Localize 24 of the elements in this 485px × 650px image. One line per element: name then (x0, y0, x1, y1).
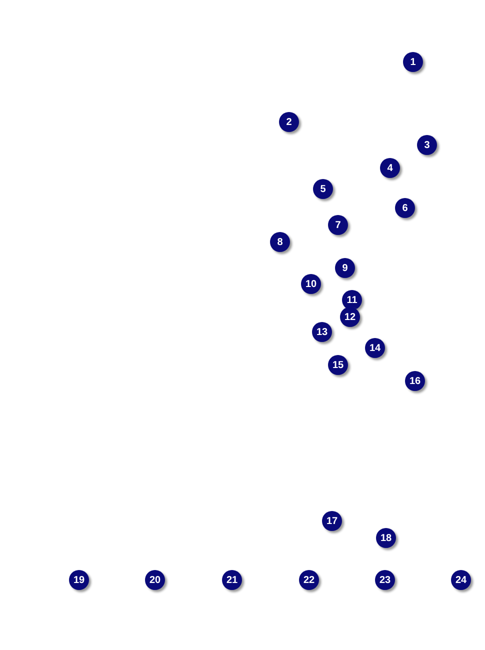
callout-number: 15 (328, 355, 348, 375)
callout-number: 11 (342, 290, 362, 310)
callout-number: 24 (451, 570, 471, 590)
callout-number: 6 (395, 198, 415, 218)
callout-number: 23 (375, 570, 395, 590)
callout-number: 22 (299, 570, 319, 590)
callout-number: 13 (312, 322, 332, 342)
callout-number: 17 (322, 511, 342, 531)
callout-number: 16 (405, 371, 425, 391)
callout-number: 5 (313, 179, 333, 199)
callout-number: 14 (365, 338, 385, 358)
callout-number: 7 (328, 215, 348, 235)
callout-number: 8 (270, 232, 290, 252)
callout-number: 9 (335, 258, 355, 278)
callout-number: 1 (403, 52, 423, 72)
callout-number: 10 (301, 274, 321, 294)
callout-number: 2 (279, 112, 299, 132)
callout-number: 21 (222, 570, 242, 590)
callout-number: 18 (376, 528, 396, 548)
callout-number: 4 (380, 158, 400, 178)
callout-number: 3 (417, 135, 437, 155)
callout-number: 20 (145, 570, 165, 590)
callout-number: 19 (69, 570, 89, 590)
callout-number: 12 (340, 307, 360, 327)
